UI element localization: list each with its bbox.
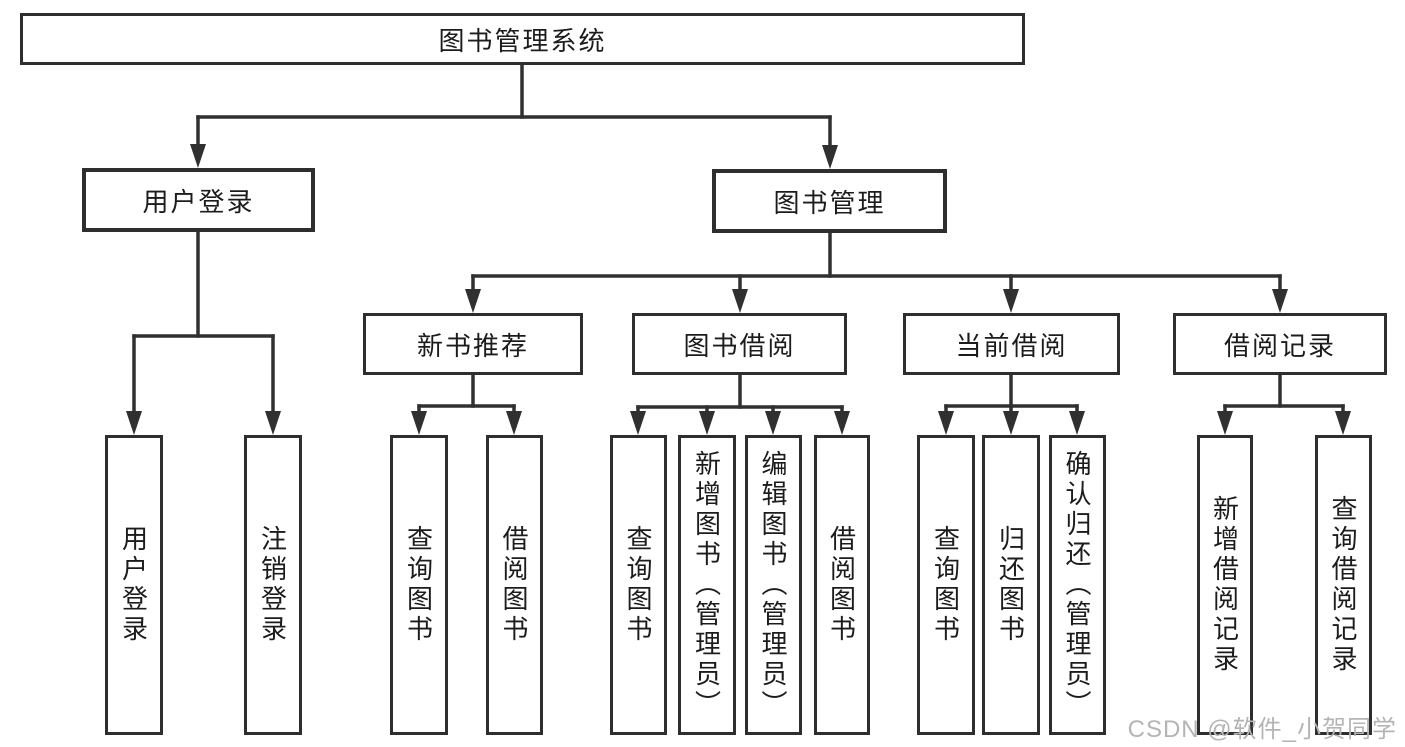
node-user-login: 用户登录 xyxy=(82,168,315,232)
leaf-user-login: 用户登录 xyxy=(105,435,163,735)
leaf-return-book: 归还图书 xyxy=(982,435,1040,735)
node-book-borrowing: 图书借阅 xyxy=(632,313,847,375)
node-label: 确认归还（管理员） xyxy=(1062,450,1092,720)
node-new-book-recommendation: 新书推荐 xyxy=(363,313,583,375)
node-label: 查询图书 xyxy=(623,525,653,645)
leaf-add-book-admin: 新增图书（管理员） xyxy=(678,435,736,735)
node-book-management: 图书管理 xyxy=(712,169,947,233)
node-library-management-system: 图书管理系统 xyxy=(20,13,1025,65)
connector-root xyxy=(190,63,838,169)
connector-borrowing-records xyxy=(1217,373,1351,435)
node-label: 查询图书 xyxy=(403,525,434,645)
node-label: 归还图书 xyxy=(995,525,1026,645)
node-label: 借阅图书 xyxy=(826,525,857,645)
connector-current-borrowing xyxy=(938,373,1085,435)
csdn-watermark: CSDN @软件_小贺同学 xyxy=(1127,716,1397,743)
node-label: 新增图书（管理员） xyxy=(691,450,722,720)
connector-user-login xyxy=(126,230,281,435)
leaf-query-books: 查询图书 xyxy=(610,435,667,735)
node-label: 新增借阅记录 xyxy=(1209,495,1240,675)
node-label: 查询图书 xyxy=(930,525,961,645)
leaf-edit-book-admin: 编辑图书（管理员） xyxy=(745,435,802,735)
connector-book-management xyxy=(465,231,1288,313)
node-label: 编辑图书（管理员） xyxy=(758,450,788,720)
node-label: 查询借阅记录 xyxy=(1328,495,1358,675)
node-label: 注销登录 xyxy=(257,525,288,645)
leaf-query-books: 查询图书 xyxy=(917,435,975,735)
leaf-logout: 注销登录 xyxy=(244,435,302,735)
node-borrowing-records: 借阅记录 xyxy=(1173,313,1387,375)
leaf-borrow-books: 借阅图书 xyxy=(486,435,543,735)
node-current-borrowing: 当前借阅 xyxy=(903,313,1120,375)
connector-new-book-recommendation xyxy=(411,373,522,435)
leaf-query-books: 查询图书 xyxy=(390,435,448,735)
leaf-borrow-books: 借阅图书 xyxy=(814,435,870,735)
node-label: 用户登录 xyxy=(118,525,149,645)
connector-book-borrowing xyxy=(630,373,850,435)
leaf-add-borrow-record: 新增借阅记录 xyxy=(1197,435,1253,735)
leaf-query-borrow-record: 查询借阅记录 xyxy=(1315,435,1372,735)
node-label: 借阅图书 xyxy=(499,525,529,645)
leaf-confirm-return-admin: 确认归还（管理员） xyxy=(1049,435,1106,735)
